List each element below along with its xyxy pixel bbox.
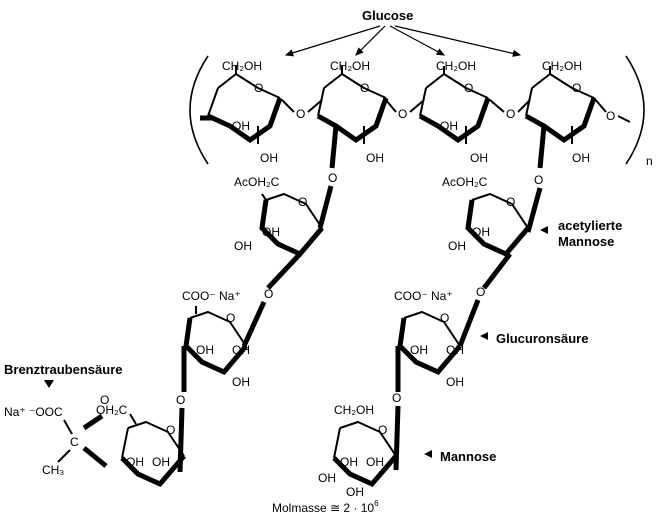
molmasse-text: Molmasse ≅ 2 · 10 [272,501,374,515]
left-glca-oh-1: OH [196,343,214,357]
glc4-ring-o: O [572,81,581,95]
mannose-label: Mannose [440,449,496,464]
right-glca-oh-2: OH [446,343,464,357]
glucose-ring-4 [524,66,607,169]
glc2-oh: OH [366,151,384,165]
glycosidic-o-3: O [506,107,515,121]
glucuronic-ring-left [183,306,248,376]
pyruvate-o-top: O [100,393,109,407]
right-link-o-3: O [392,391,401,405]
right-man-ring-o: O [506,195,515,209]
left-link-o-2: O [264,287,273,301]
mannose-ring-left-pyruvate [120,421,186,488]
right-glca-ring-o: O [440,311,449,325]
glucose-arrow-2 [355,25,386,56]
right-man-oh-c: OH [318,471,336,485]
glc1-oh-3: OH [232,119,250,133]
glc3-ch2oh: CH₂OH [436,59,476,73]
acetylierte-label-1: acetylierte [558,218,622,233]
mannose-ring-left-acetyl [259,193,324,258]
left-man-acoh2c: AcOH₂C [234,175,280,189]
left-glca-ring-o: O [226,311,235,325]
pyruvate-na-ooc: Na⁺ ⁻OOC [4,405,63,419]
right-man-acoh2c: AcOH₂C [442,175,488,189]
pyruvate-oh2c: OH₂C [96,403,128,417]
repeat-n-label: n [646,154,653,168]
glucose-ring-2 [316,66,389,169]
acetylierte-label-2: Mannose [558,234,614,249]
right-man-ring-o-term: O [378,423,387,437]
glc2-ch2oh: CH₂OH [330,59,370,73]
glucose-ring-3 [418,66,491,144]
glc3-oh-3: OH [440,119,458,133]
right-man-oh-1: OH [472,225,490,239]
glc1-oh-2: OH [260,151,278,165]
glucose-label: Glucose [362,8,413,23]
left-link-o-3: O [176,393,185,407]
mannose-ring-right-acetyl [465,193,530,258]
glucose-arrow-1 [284,25,381,57]
glycosidic-o-1: O [296,107,305,121]
right-man-ch2oh: CH₂OH [334,403,374,417]
left-man-oh-1: OH [262,225,280,239]
molmasse-exponent: 6 [374,499,379,508]
mannose-ring-right-terminal [332,421,398,488]
right-glca-oh-1: OH [410,343,428,357]
brenztraubensaeure-label: Brenztraubensäure [4,362,122,377]
glc4-oh: OH [572,151,590,165]
brenztraubensaeure-arrow [44,380,54,388]
glycosidic-o-2: O [398,107,407,121]
glucose-ring-1 [206,66,283,144]
mannose-arrow [424,450,432,458]
left-link-o-1: O [328,171,337,185]
glc3-oh-2: OH [470,151,488,165]
left-glca-oh-2: OH [232,343,250,357]
glc1-ring-o: O [254,81,263,95]
glc3-ring-o: O [464,81,473,95]
left-pyr-oh-2: OH [152,455,170,469]
right-man-oh-d: OH [346,485,364,499]
left-pyr-ring-o: O [166,423,175,437]
glc1-ch2oh: CH₂OH [222,59,262,73]
right-glca-oh-3: OH [446,375,464,389]
pyruvate-c: C [70,435,79,449]
glucuronsaeure-label: Glucuronsäure [496,331,588,346]
glucuronsaeure-arrow [480,332,488,340]
right-link-o-1: O [534,173,543,187]
glc4-chain-o: O [606,109,615,123]
glucuronic-ring-right [397,311,462,376]
right-man-oh-2: OH [448,239,466,253]
glc4-ch2oh: CH₂OH [542,59,582,73]
right-bracket [625,55,645,165]
right-man-oh-a: OH [340,455,358,469]
glucose-arrow-4 [394,25,522,57]
left-glca-oh-3: OH [232,375,250,389]
glc2-ring-o: O [360,81,369,95]
glucose-arrow-3 [389,25,446,56]
right-link-o-2: O [476,285,485,299]
pyruvate-ch3: CH₃ [42,463,64,477]
right-man-oh-b: OH [366,455,384,469]
left-man-ring-o: O [298,195,307,209]
left-pyr-oh-1: OH [126,455,144,469]
molmasse-label: Molmasse ≅ 2 · 106 [272,499,379,515]
acetylierte-arrow [540,226,548,234]
left-glca-coo: COO⁻ Na⁺ [182,289,241,303]
left-man-oh-2: OH [234,239,252,253]
left-bracket [189,55,209,165]
right-glca-coo: COO⁻ Na⁺ [394,289,453,303]
